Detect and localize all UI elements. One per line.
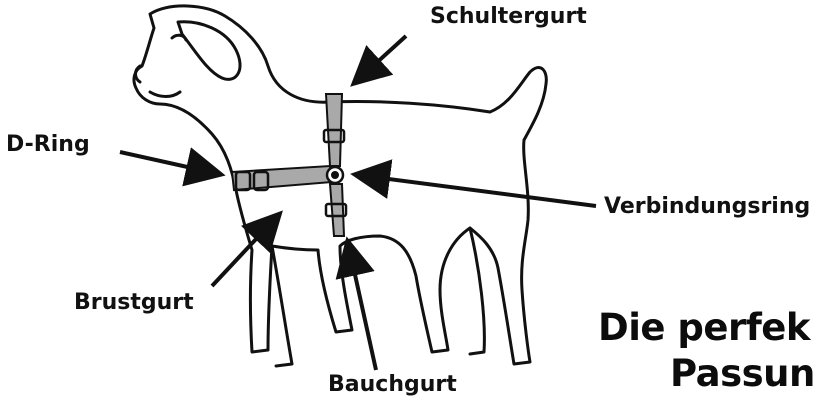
arrow-d-ring: [120, 152, 210, 172]
title-line-1: Die perfek: [598, 306, 810, 349]
dog-ear: [178, 22, 240, 80]
label-shoulder-strap: Schultergurt: [430, 4, 587, 29]
label-belly-strap: Bauchgurt: [328, 372, 457, 397]
arrow-belly-strap: [350, 252, 376, 370]
arrow-chest-strap: [212, 222, 272, 286]
label-d-ring: D-Ring: [6, 132, 90, 157]
harness: [232, 94, 346, 236]
dog-nose: [136, 66, 141, 82]
dog-eye: [172, 35, 186, 40]
arrow-connecting-ring: [366, 176, 596, 206]
arrow-shoulder-strap: [362, 36, 406, 76]
title-line-2: Passun: [670, 352, 815, 395]
belly-strap: [330, 184, 344, 236]
label-chest-strap: Brustgurt: [74, 290, 194, 315]
chest-strap: [232, 166, 332, 190]
label-connecting-ring: Verbindungsring: [604, 194, 810, 219]
